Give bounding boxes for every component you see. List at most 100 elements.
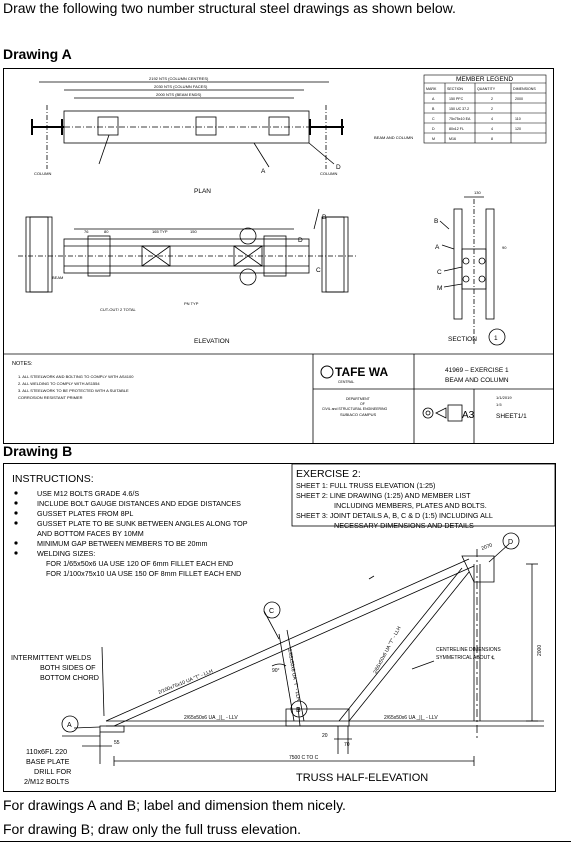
drawing-b-frame: INSTRUCTIONS: USE M12 BOLTS GRADE 4.6/S … <box>3 463 556 792</box>
logo-sub: CENTRAL <box>338 380 354 384</box>
dept-2: OF <box>360 402 365 406</box>
elevation-label: ELEVATION <box>194 338 230 345</box>
instructions-title: INSTRUCTIONS: <box>12 473 94 485</box>
sheet-1: SHEET 1: FULL TRUSS ELEVATION (1:25) <box>296 481 435 490</box>
exercise-title: EXERCISE 2: <box>296 468 361 480</box>
marker-d-elev: D <box>298 237 303 244</box>
marker-b-elev: B <box>322 214 326 221</box>
bottom-rule <box>0 841 571 842</box>
marker-one: 1 <box>494 335 498 342</box>
instr-7: WELDING SIZES: <box>37 549 95 558</box>
legend-cell: 2 <box>491 107 493 111</box>
tb-date: 1/1/2019 <box>496 395 512 400</box>
legend-cell: A <box>432 97 435 101</box>
legend-cell: 8 <box>491 137 493 141</box>
legend-cell: 150 UC 37.2 <box>449 107 469 111</box>
label-cutout: CUT-OUT/ 2 TOTAL <box>100 307 137 312</box>
legend-cell: 110 <box>515 117 521 121</box>
label-tp3: 80 <box>104 229 109 234</box>
footer-line-2: For drawing B; draw only the full truss … <box>3 821 302 837</box>
sheet-size: A3 <box>462 410 475 421</box>
footer-line-1: For drawings A and B; label and dimensio… <box>3 797 346 813</box>
dim-d3: 2000 NTS (BEAM ENDS) <box>156 92 202 97</box>
marker-c-sect: C <box>437 269 442 276</box>
legend-cell: B <box>432 107 435 111</box>
legend-header-cell: SECTION <box>447 87 463 91</box>
weld-note-2: BOTH SIDES OF <box>40 663 96 672</box>
legend-cell: M16 <box>449 137 456 141</box>
member-top: 2/100x75x10 UA "T" - LLH <box>158 668 215 696</box>
drawing-b-heading: Drawing B <box>3 443 73 459</box>
instr-3: GUSSET PLATES FROM 8PL <box>37 509 133 518</box>
label-beam-col: BEAM AND COLUMN <box>374 135 413 140</box>
dim-2070: 2070 <box>481 542 494 552</box>
marker-a-sect: A <box>435 244 440 251</box>
angle-label: 90° <box>272 668 280 674</box>
drawing-b-svg: INSTRUCTIONS: USE M12 BOLTS GRADE 4.6/S … <box>11 463 556 786</box>
base-plate-1: 110x6FL 220 <box>26 747 67 756</box>
marker-d-plan: D <box>336 164 341 171</box>
dept-3: CIVIL and STRUCTURAL ENGINEERING <box>322 407 388 411</box>
base-plate-2: BASE PLATE <box>26 757 70 766</box>
sheet-3: SHEET 3: JOINT DETAILS A, B, C & D (1:5)… <box>296 511 493 520</box>
tb-sheet: SHEET1/1 <box>496 413 527 420</box>
base-plate-3: DRILL FOR <box>34 767 71 776</box>
legend-cell: M <box>432 137 435 141</box>
legend-cell: 80x12 FL <box>449 127 464 131</box>
title-2: BEAM AND COLUMN <box>445 377 509 384</box>
marker-b: B <box>296 707 301 714</box>
label-tp2: 76 <box>84 229 89 234</box>
weld-2: FOR 1/100x75x10 UA USE 150 OF 8mm FILLET… <box>46 569 241 578</box>
legend-cell: 150 PFC <box>449 97 464 101</box>
label-beam: BEAM <box>52 275 63 280</box>
label-tp4: 150 <box>190 229 197 234</box>
marker-b-sect: B <box>434 218 438 225</box>
legend-cell: 75x75x10 EA <box>449 117 471 121</box>
dept-1: DEPARTMENT <box>346 397 371 401</box>
member-bot1: 2/65x50x6 UA _||_ - LLV <box>184 715 238 721</box>
legend-cell: 4 <box>491 127 493 131</box>
title-1: 41969 – EXERCISE 1 <box>445 367 509 374</box>
marker-m-sect: M <box>437 285 442 292</box>
label-column-left: COLUMN <box>34 171 51 176</box>
dim-20: 20 <box>322 733 328 739</box>
note-4: CORROSION RESISTANT PRIMER <box>18 395 83 400</box>
truss-caption: TRUSS HALF-ELEVATION <box>296 772 428 784</box>
note-1: 1. ALL STEELWORK AND BOLTING TO COMPLY W… <box>18 374 134 379</box>
section-label: SECTION <box>448 336 477 343</box>
legend-cell: D <box>432 127 435 131</box>
instr-2: INCLUDE BOLT GAUGE DISTANCES AND EDGE DI… <box>37 499 241 508</box>
label-tp5: PN TYP <box>184 301 199 306</box>
dim-2000: 2000 <box>537 645 543 656</box>
dim-55: 55 <box>114 740 120 746</box>
drawing-a-svg: 2192 NTS (COLUMN CENTRES) 2030 NTS (COLU… <box>4 74 553 443</box>
tb-scale: 1:5 <box>496 402 502 407</box>
weld-note-3: BOTTOM CHORD <box>40 673 99 682</box>
note-3: 3. ALL STEELWORK TO BE PROTECTED WITH A … <box>18 388 129 393</box>
base-plate-4: 2/M12 BOLTS <box>24 777 69 786</box>
legend-cell: 2 <box>491 97 493 101</box>
legend-cell: 4 <box>491 117 493 121</box>
legend-cell: 120 <box>515 127 521 131</box>
drawing-a-frame: 2192 NTS (COLUMN CENTRES) 2030 NTS (COLU… <box>3 68 554 444</box>
legend-header-cell: QUANTITY <box>477 87 496 91</box>
dim-d1: 2192 NTS (COLUMN CENTRES) <box>149 76 209 81</box>
label-d130: 130 <box>474 190 481 195</box>
marker-a: A <box>67 722 72 729</box>
dim-70: 70 <box>344 742 350 748</box>
marker-c: C <box>269 608 274 615</box>
centreline-2: SYMMETRICAL ABOUT ℄ <box>436 655 496 661</box>
legend-header-cell: MARK <box>426 87 437 91</box>
member-bot2: 2/65x50x6 UA _||_ - LLV <box>384 715 438 721</box>
marker-c-elev: C <box>316 267 321 274</box>
instr-4: GUSSET PLATE TO BE SUNK BETWEEN ANGLES A… <box>37 519 248 528</box>
dim-7500: 7500 C TO C <box>289 755 319 761</box>
instr-6: MINIMUM GAP BETWEEN MEMBERS TO BE 20mm <box>37 539 208 548</box>
label-column-right: COLUMN <box>320 171 337 176</box>
sheet-3b: NECESSARY DIMENSIONS AND DETAILS <box>334 521 474 530</box>
sheet-2b: INCLUDING MEMBERS, PLATES AND BOLTS. <box>334 501 487 510</box>
notes-title: NOTES: <box>12 361 33 367</box>
note-2: 2. ALL WELDING TO COMPLY WITH AS1554 <box>18 381 100 386</box>
intro-text: Draw the following two number structural… <box>3 0 456 16</box>
